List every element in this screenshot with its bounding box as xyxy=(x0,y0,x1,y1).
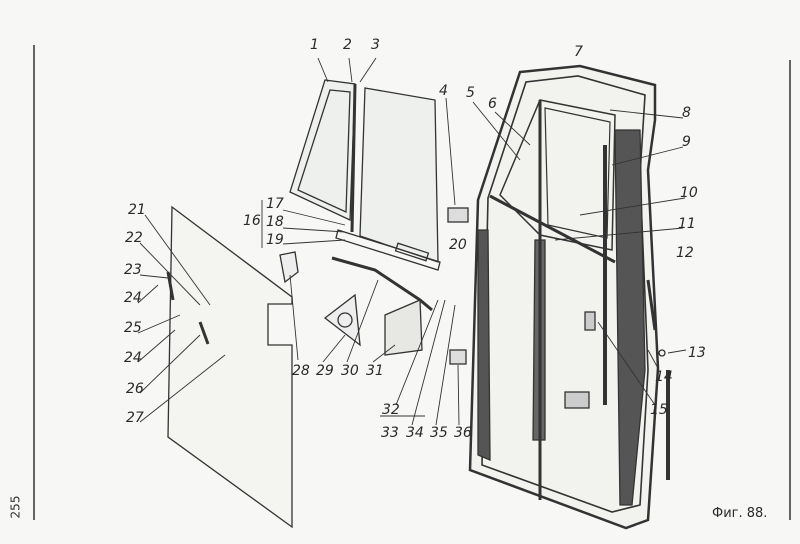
callout-19: 19 xyxy=(266,232,284,248)
door-striker xyxy=(564,391,590,409)
window-crank xyxy=(198,321,210,345)
callout-23: 23 xyxy=(124,262,142,278)
callout-31: 31 xyxy=(366,363,384,379)
callout-20: 20 xyxy=(449,237,467,253)
callout-33: 33 xyxy=(381,425,399,441)
bracket xyxy=(279,251,299,284)
screw xyxy=(658,349,666,357)
callout-30: 30 xyxy=(341,363,359,379)
clip-part xyxy=(447,207,469,223)
callout-10: 10 xyxy=(680,185,698,201)
page-number: 255 xyxy=(8,495,23,519)
callout-2: 2 xyxy=(343,37,352,53)
callout-17: 17 xyxy=(266,196,284,212)
callout-36: 36 xyxy=(454,425,472,441)
callout-29: 29 xyxy=(316,363,334,379)
callout-21: 21 xyxy=(128,202,146,218)
bumper-part xyxy=(449,349,467,365)
callout-11: 11 xyxy=(678,216,696,232)
callout-8: 8 xyxy=(682,105,691,121)
callout-12: 12 xyxy=(676,245,694,261)
callout-35: 35 xyxy=(430,425,448,441)
inner-handle xyxy=(166,271,175,301)
callout-25: 25 xyxy=(124,320,142,336)
door-seal xyxy=(477,229,491,461)
callout-13: 13 xyxy=(688,345,706,361)
callout-6: 6 xyxy=(488,96,497,112)
door-lock xyxy=(384,299,423,356)
window-regulator xyxy=(323,293,361,347)
leader-lines xyxy=(137,57,687,426)
door-frame xyxy=(468,64,660,530)
callout-7: 7 xyxy=(574,44,583,60)
callout-14: 14 xyxy=(655,369,673,385)
door-lock-button xyxy=(584,311,596,331)
callout-27: 27 xyxy=(126,410,144,426)
callout-9: 9 xyxy=(682,134,691,150)
callout-24b: 24 xyxy=(124,350,142,366)
figure-caption: Фиг. 88. xyxy=(712,506,768,521)
weatherstrip xyxy=(646,279,657,331)
glass-channel xyxy=(335,229,441,271)
door-window-opening xyxy=(499,99,616,251)
callout-15: 15 xyxy=(650,402,668,418)
window-glass xyxy=(359,87,439,263)
callout-28: 28 xyxy=(292,363,310,379)
callout-5: 5 xyxy=(466,85,475,101)
callout-34: 34 xyxy=(406,425,424,441)
callout-16: 16 xyxy=(243,213,261,229)
door-trim-panel xyxy=(167,205,293,529)
callout-22: 22 xyxy=(125,230,143,246)
callout-26: 26 xyxy=(126,381,144,397)
callout-18: 18 xyxy=(266,214,284,230)
callout-4: 4 xyxy=(439,83,448,99)
regulator-arm xyxy=(331,256,433,312)
callout-3: 3 xyxy=(371,37,380,53)
callout-24a: 24 xyxy=(124,290,142,306)
callout-32: 32 xyxy=(382,402,400,418)
callout-1: 1 xyxy=(310,37,319,53)
vent-window-glass xyxy=(289,79,356,222)
